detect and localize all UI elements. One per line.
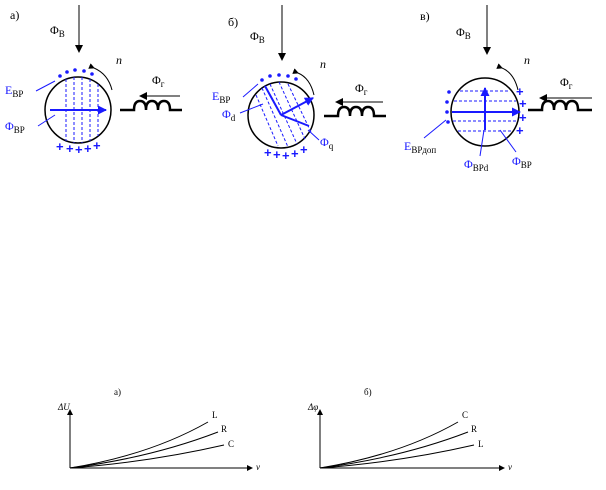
- panel-b: б) ΦB + + + + + EBP Φd Φq n Φг: [212, 5, 386, 163]
- panel-c-plus: +: [516, 123, 524, 138]
- plot-a: а) ΔU v L R C: [57, 387, 260, 472]
- panel-c-dot: [446, 120, 450, 124]
- plot-b-ylabel: Δφ: [307, 402, 318, 412]
- plot-b-curve-c: [319, 421, 459, 469]
- panel-b-dot: [286, 74, 290, 78]
- panel-c-phi-vrd-leader: [479, 129, 485, 157]
- panel-c-letter: в): [420, 9, 430, 23]
- panel-c-phi-vr-label: ΦBP: [512, 154, 532, 170]
- panel-b-plus: +: [300, 142, 308, 157]
- panel-a-coil: [120, 99, 182, 112]
- panel-c-e-vr-leader: [423, 119, 447, 139]
- plot-a-label-r: R: [221, 424, 227, 434]
- panel-a-dot: [73, 68, 77, 72]
- panel-b-e-vr-leader: [242, 83, 259, 98]
- plot-a-xlabel: v: [256, 462, 260, 472]
- plot-b-xlabel: v: [508, 462, 512, 472]
- panel-b-hatch: [287, 83, 312, 133]
- panel-b-plus: +: [291, 146, 299, 161]
- panel-a-dot: [82, 69, 86, 73]
- panel-b-letter: б): [228, 15, 238, 29]
- plot-b-label-c: C: [462, 410, 468, 420]
- panel-a-letter: а): [10, 8, 19, 22]
- plot-b: б) Δφ v C R L: [307, 387, 512, 472]
- panel-c-phi-g: Φг: [560, 75, 573, 91]
- panel-c-phi-v: ΦB: [456, 25, 471, 41]
- plot-a-ylabel: ΔU: [57, 402, 70, 412]
- panel-b-rotation-label: n: [320, 57, 326, 71]
- panel-b-plus: +: [264, 145, 272, 160]
- panel-a-plus: +: [93, 138, 101, 153]
- plot-b-label-l: L: [478, 439, 484, 449]
- plot-b-label-r: R: [471, 424, 477, 434]
- panel-c-rotation-arrow: [496, 63, 519, 91]
- plot-b-curve-l: [319, 444, 475, 469]
- panel-c-dot: [447, 90, 451, 94]
- panel-c-plus: +: [516, 84, 524, 99]
- panel-c-phi-vrd-label: ΦBPd: [464, 157, 489, 173]
- plot-b-curve-r: [319, 431, 469, 469]
- panel-a-e-vr-label: EBP: [5, 83, 23, 99]
- panel-b-dot: [260, 78, 264, 82]
- panel-b-q-axis: [280, 97, 314, 116]
- panel-b-q-axis-2: [280, 114, 310, 127]
- panel-b-dot: [268, 74, 272, 78]
- panel-a-phi-vr-leader: [37, 114, 56, 127]
- panel-a-plus: +: [66, 141, 74, 156]
- panel-a-dot: [90, 72, 94, 76]
- panel-c-plus: +: [519, 96, 527, 111]
- panel-b-hatch: [278, 81, 306, 140]
- panel-c-phi-vr-leader: [499, 129, 517, 153]
- panel-c-coil: [528, 99, 592, 112]
- panel-a-e-vr-leader: [35, 80, 56, 92]
- plot-a-label-l: L: [212, 410, 218, 420]
- panel-b-phi-q-leader: [307, 129, 320, 141]
- panel-a-dot: [65, 70, 69, 74]
- panel-b-rotor: [247, 81, 315, 149]
- panel-c-rotation-label: n: [524, 53, 530, 67]
- panel-a-plus: +: [56, 139, 64, 154]
- plot-a-curve-c: [69, 444, 225, 469]
- panel-c-dot: [445, 110, 449, 114]
- panel-a-plus: +: [75, 142, 83, 157]
- panel-c-e-vr-label: EBPдоп: [404, 139, 436, 155]
- panel-a: а) ΦB + + + + + EBP ΦBP n Φг: [5, 5, 182, 157]
- panel-c: в) ΦB + + + + EBPдоп ΦBPd ΦBP n Φг: [404, 5, 592, 173]
- panel-b-coil: [324, 105, 386, 118]
- panel-b-plus: +: [282, 148, 290, 163]
- panel-a-plus: +: [84, 141, 92, 156]
- panel-b-e-vr-label: EBP: [212, 89, 230, 105]
- panel-a-dot: [58, 74, 62, 78]
- panel-b-phi-d-leader: [239, 103, 264, 114]
- plot-b-letter: б): [364, 387, 372, 397]
- panel-b-hatch: [255, 94, 279, 147]
- panel-b-dot: [277, 73, 281, 77]
- panel-b-phi-v: ΦB: [250, 29, 265, 45]
- panel-a-rotation-arrow: [88, 63, 113, 91]
- panel-c-dot: [445, 100, 449, 104]
- panel-a-rotor: [44, 76, 112, 144]
- panel-b-dot: [294, 77, 298, 81]
- panel-b-plus: +: [273, 147, 281, 162]
- panel-b-phi-q-label: Φq: [320, 135, 334, 151]
- panel-b-phi-g: Φг: [355, 81, 368, 97]
- plot-a-curve-l: [69, 421, 209, 469]
- panel-c-plus: +: [519, 110, 527, 125]
- panel-a-phi-g: Φг: [152, 73, 165, 89]
- panel-a-rotation-label: n: [116, 53, 122, 67]
- plot-a-letter: а): [114, 387, 121, 397]
- plot-a-label-c: C: [228, 439, 234, 449]
- panel-a-phi-v: ΦB: [50, 23, 65, 39]
- plot-a-curve-r: [69, 431, 219, 469]
- panel-b-phi-d-label: Φd: [222, 107, 236, 123]
- panel-b-rotation-arrow: [292, 68, 315, 96]
- panel-b-hatch: [261, 87, 289, 148]
- panel-b-d-axis: [264, 85, 282, 116]
- panel-a-phi-vr-label: ΦBP: [5, 119, 25, 135]
